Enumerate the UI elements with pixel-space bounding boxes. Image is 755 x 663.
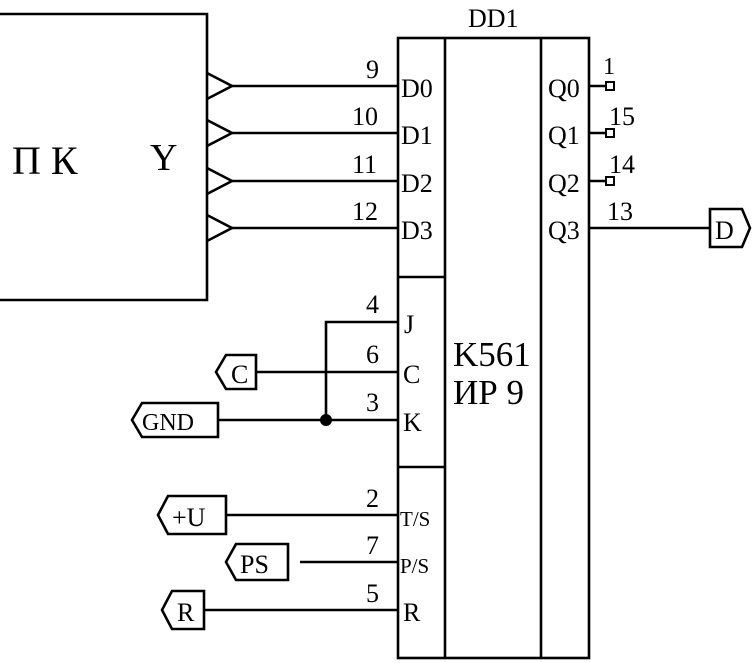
chip-designator: DD1 xyxy=(468,4,519,33)
pin-number-d3: 12 xyxy=(352,197,378,226)
chip-dd1: DD1 K561 ИР 9 xyxy=(396,4,591,660)
connector-gnd xyxy=(130,401,220,439)
connector-ps xyxy=(224,542,290,582)
pin-number-q0: 1 xyxy=(603,54,615,80)
pin-number-k: 3 xyxy=(366,388,379,417)
pin-number-ps: 7 xyxy=(366,531,379,560)
pin-label-r: R xyxy=(403,598,421,627)
connector-d-label: D xyxy=(715,216,734,245)
connector-ps-label: PS xyxy=(240,550,269,579)
source-block-label-right: Y xyxy=(150,137,177,179)
pin-number-d2: 11 xyxy=(352,150,377,179)
pin-label-k: K xyxy=(403,408,422,437)
chip-outline xyxy=(396,36,591,660)
connector-r-label: R xyxy=(177,598,195,627)
source-block-label-left: П К xyxy=(12,138,78,183)
source-output-d3-symbol xyxy=(206,213,235,243)
pin-label-d3: D3 xyxy=(401,216,433,245)
pin-number-q2: 14 xyxy=(609,150,635,179)
connector-plus-u xyxy=(156,494,228,536)
chip-part-suffix: ИР 9 xyxy=(453,373,524,412)
connector-gnd-label: GND xyxy=(142,410,194,436)
pin-number-q1: 15 xyxy=(609,102,635,131)
connector-plus-u-label: +U xyxy=(172,503,206,532)
open-terminal-q1 xyxy=(605,128,615,138)
pin-label-d0: D0 xyxy=(401,74,433,103)
source-output-d1-symbol xyxy=(206,118,235,148)
pin-number-d1: 10 xyxy=(352,102,378,131)
connector-c-label: C xyxy=(231,360,248,389)
source-output-d2-symbol xyxy=(206,166,235,196)
pin-number-r: 5 xyxy=(366,579,379,608)
pin-label-q2: Q2 xyxy=(548,169,580,198)
source-block: П К Y xyxy=(0,12,235,302)
pin-label-c: C xyxy=(403,360,420,389)
source-output-d0-symbol xyxy=(206,71,235,101)
pin-number-ts: 2 xyxy=(366,484,379,513)
data-input-wires: 9 10 11 12 D0 D1 D2 D3 xyxy=(232,55,433,245)
pin-label-d2: D2 xyxy=(401,169,433,198)
wire-j xyxy=(324,320,398,420)
connector-r xyxy=(160,589,206,631)
open-terminal-q2 xyxy=(605,176,615,186)
pin-number-d0: 9 xyxy=(366,55,379,84)
pin-number-q3: 13 xyxy=(607,197,633,226)
connector-c xyxy=(214,353,258,391)
pin-label-ps: P/S xyxy=(400,554,429,578)
control-inputs-jck: 4 6 3 J C K C GND xyxy=(130,290,422,439)
pin-number-j: 4 xyxy=(366,290,379,319)
pin-label-q1: Q1 xyxy=(548,121,580,150)
outputs: Q0 Q1 Q2 Q3 1 15 14 13 D xyxy=(548,54,752,249)
pin-label-q3: Q3 xyxy=(548,216,580,245)
pin-label-q0: Q0 xyxy=(548,74,580,103)
chip-part-number: K561 xyxy=(453,335,531,374)
open-terminal-q0 xyxy=(605,81,615,91)
pin-label-j: J xyxy=(404,310,414,339)
control-inputs-mode: 2 7 5 T/S P/S R +U PS R xyxy=(156,484,430,631)
pin-label-d1: D1 xyxy=(401,121,433,150)
connector-d xyxy=(708,207,752,249)
junction-dot xyxy=(320,414,332,426)
pin-label-ts: T/S xyxy=(400,507,430,531)
pin-number-c: 6 xyxy=(366,340,379,369)
